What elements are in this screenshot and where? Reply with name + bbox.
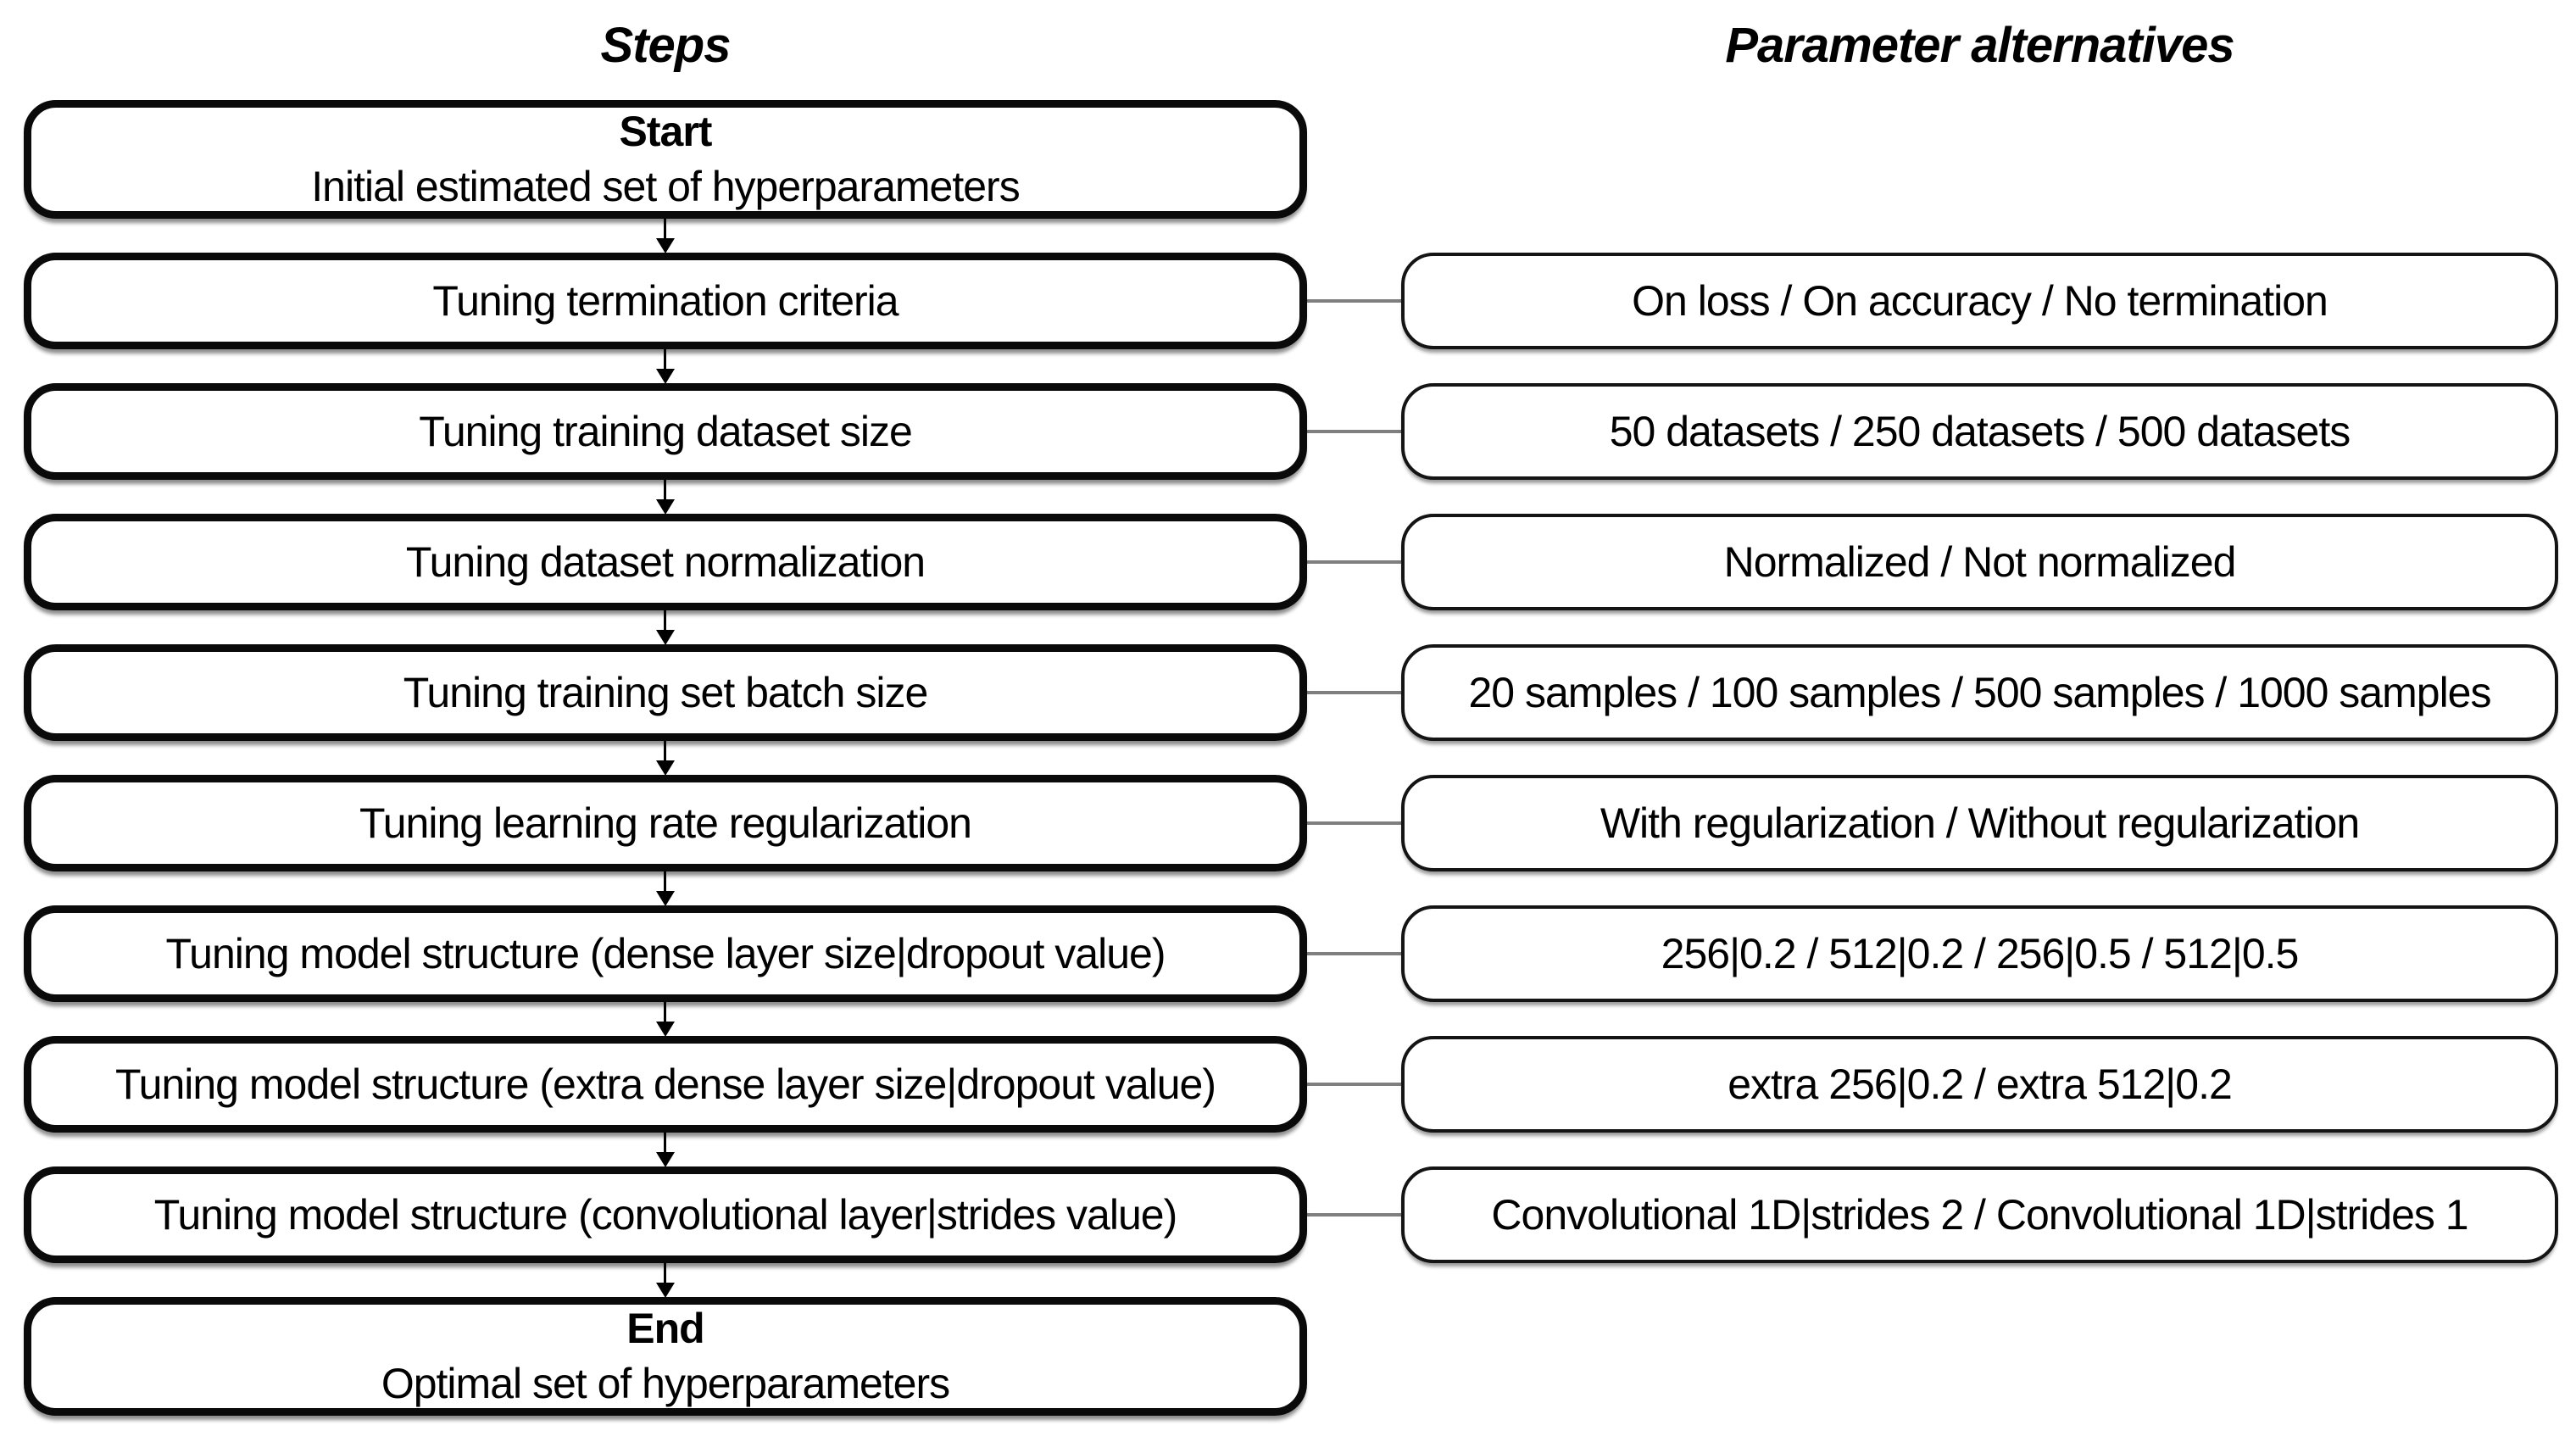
- alternatives-label: 50 datasets / 250 datasets / 500 dataset…: [1609, 408, 2351, 455]
- step-label: Tuning model structure (dense layer size…: [165, 930, 1166, 977]
- down-arrow-icon: [656, 609, 675, 645]
- alternatives-label: 256|0.2 / 512|0.2 / 256|0.5 / 512|0.5: [1661, 930, 2300, 977]
- end-node: End Optimal set of hyperparameters: [24, 1297, 1307, 1416]
- down-arrow-icon: [656, 1261, 675, 1298]
- connector-line: [1304, 821, 1405, 825]
- down-arrow-icon: [656, 478, 675, 515]
- alternatives-label: Convolutional 1D|strides 2 / Convolution…: [1491, 1191, 2468, 1239]
- down-arrow-icon: [656, 217, 675, 253]
- step-node-convolutional-layer-strides: Tuning model structure (convolutional la…: [24, 1166, 1307, 1263]
- connector-line: [1304, 299, 1405, 303]
- start-node: Start Initial estimated set of hyperpara…: [24, 100, 1307, 219]
- alternatives-label: Normalized / Not normalized: [1723, 538, 2237, 586]
- steps-column-header: Steps: [600, 17, 732, 73]
- connector-line: [1304, 1083, 1405, 1086]
- down-arrow-icon: [656, 739, 675, 776]
- alternatives-node-training-dataset-size: 50 datasets / 250 datasets / 500 dataset…: [1401, 383, 2558, 480]
- step-label: Tuning model structure (convolutional la…: [153, 1191, 1178, 1239]
- alternatives-label: With regularization / Without regulariza…: [1600, 799, 2360, 847]
- step-label: Tuning training dataset size: [419, 408, 913, 455]
- alternatives-node-learning-rate-regularization: With regularization / Without regulariza…: [1401, 775, 2558, 871]
- down-arrow-icon: [656, 1000, 675, 1037]
- step-label: Tuning termination criteria: [432, 277, 899, 325]
- down-arrow-icon: [656, 870, 675, 906]
- connector-line: [1304, 952, 1405, 955]
- alternatives-label: extra 256|0.2 / extra 512|0.2: [1728, 1061, 2233, 1108]
- connector-line: [1304, 430, 1405, 433]
- end-node-subtitle: Optimal set of hyperparameters: [381, 1360, 950, 1407]
- end-node-title: End: [626, 1305, 704, 1352]
- alternatives-node-convolutional-layer-strides: Convolutional 1D|strides 2 / Convolution…: [1401, 1166, 2558, 1263]
- step-node-extra-dense-layer-dropout: Tuning model structure (extra dense laye…: [24, 1036, 1307, 1133]
- step-label: Tuning dataset normalization: [405, 538, 926, 586]
- step-node-training-dataset-size: Tuning training dataset size: [24, 383, 1307, 480]
- step-node-termination-criteria: Tuning termination criteria: [24, 253, 1307, 349]
- down-arrow-icon: [656, 348, 675, 384]
- connector-line: [1304, 1213, 1405, 1217]
- step-label: Tuning training set batch size: [403, 669, 929, 716]
- step-node-learning-rate-regularization: Tuning learning rate regularization: [24, 775, 1307, 871]
- alternatives-column-header: Parameter alternatives: [1725, 17, 2234, 73]
- step-node-batch-size: Tuning training set batch size: [24, 644, 1307, 741]
- step-label: Tuning model structure (extra dense laye…: [114, 1061, 1216, 1108]
- alternatives-label: 20 samples / 100 samples / 500 samples /…: [1468, 669, 2491, 716]
- alternatives-label: On loss / On accuracy / No termination: [1632, 277, 2328, 325]
- step-node-dense-layer-dropout: Tuning model structure (dense layer size…: [24, 905, 1307, 1002]
- connector-line: [1304, 560, 1405, 564]
- alternatives-node-dense-layer-dropout: 256|0.2 / 512|0.2 / 256|0.5 / 512|0.5: [1401, 905, 2558, 1002]
- step-node-dataset-normalization: Tuning dataset normalization: [24, 514, 1307, 610]
- connector-line: [1304, 691, 1405, 694]
- alternatives-node-batch-size: 20 samples / 100 samples / 500 samples /…: [1401, 644, 2558, 741]
- start-node-subtitle: Initial estimated set of hyperparameters: [311, 163, 1020, 210]
- alternatives-node-extra-dense-layer-dropout: extra 256|0.2 / extra 512|0.2: [1401, 1036, 2558, 1133]
- step-label: Tuning learning rate regularization: [359, 799, 972, 847]
- down-arrow-icon: [656, 1131, 675, 1167]
- start-node-title: Start: [619, 108, 713, 155]
- alternatives-node-termination-criteria: On loss / On accuracy / No termination: [1401, 253, 2558, 349]
- alternatives-node-dataset-normalization: Normalized / Not normalized: [1401, 514, 2558, 610]
